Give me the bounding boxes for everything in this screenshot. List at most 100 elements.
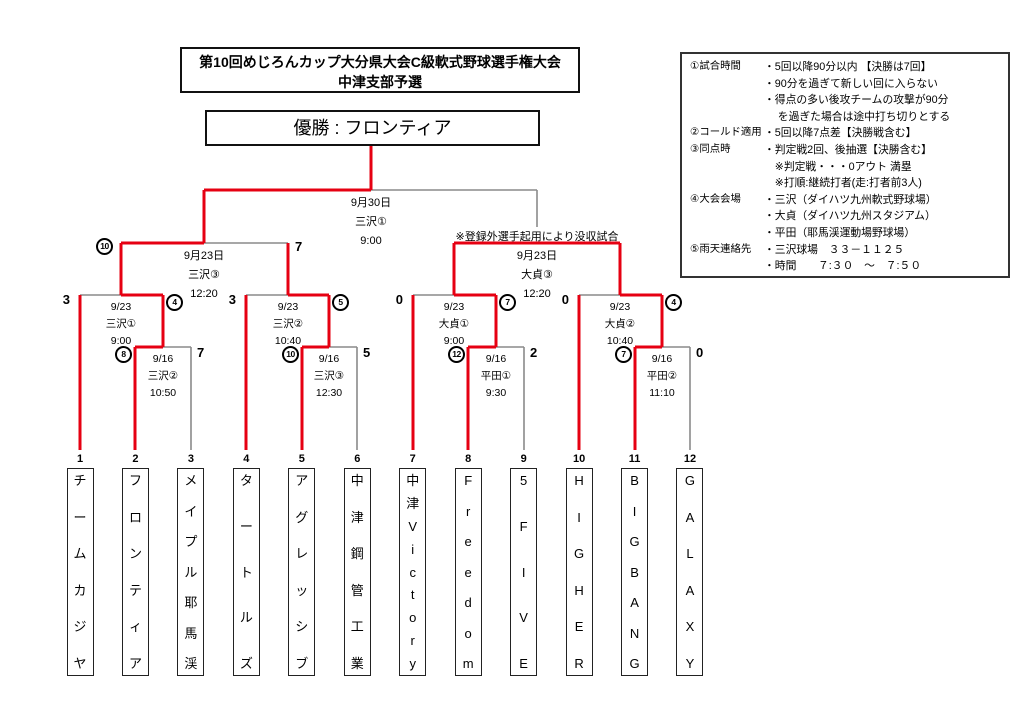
qf1-venue: 三沢① — [105, 318, 137, 330]
r1b-score-left-badge: 10 — [282, 346, 299, 363]
sf2-venue: 大貞③ — [521, 269, 553, 281]
qf1-score-left: 3 — [62, 292, 70, 307]
r1a-time: 10:50 — [149, 387, 177, 399]
sf1-venue: 三沢③ — [188, 269, 220, 281]
rules-rows: ①試合時間 ・5回以降90分以内 【決勝は7回】 ・90分を過ぎて新しい回に入ら… — [690, 59, 1002, 275]
champion-text: 優勝 : フロンティア — [293, 118, 452, 138]
team-box: アグレッシブ — [288, 468, 316, 676]
team-number: 10 — [572, 453, 586, 465]
rule-label — [690, 208, 764, 225]
qf2-time: 10:40 — [274, 335, 302, 347]
rule-text: ・平田（耶馬渓運動場野球場） — [764, 226, 916, 239]
rule-row: ③同点時 ・判定戦2回、後抽選【決勝含む】 — [690, 142, 1002, 159]
rule-text: ※判定戦・・・0アウト 満塁 — [764, 160, 912, 173]
rule-text: ・時間 ７:３０ ～ ７:５０ — [764, 260, 922, 273]
title-line2: 中津支部予選 — [338, 74, 422, 90]
champion-box: 優勝 : フロンティア — [205, 110, 540, 146]
rule-text: ・判定戦2回、後抽選【決勝含む】 — [764, 143, 932, 156]
qf4-date: 9/23 — [609, 301, 631, 313]
rule-row: ・平田（耶馬渓運動場野球場） — [690, 225, 1002, 242]
tournament-title: 第10回めじろんカップ大分県大会C級軟式野球選手権大会 中津支部予選 — [180, 47, 580, 93]
team-box: フロンティア — [121, 468, 149, 676]
title-line1: 第10回めじろんカップ大分県大会C級軟式野球選手権大会 — [199, 54, 561, 70]
team-box: チームカジヤ — [66, 468, 94, 676]
qf4-venue: 大貞② — [604, 318, 636, 330]
qf1-time: 9:00 — [110, 335, 132, 347]
qf3-score-left: 0 — [395, 292, 403, 307]
team-cell: 3 メイプル耶馬渓 — [176, 452, 206, 676]
rule-label — [690, 258, 764, 275]
rule-label — [690, 175, 764, 192]
r1b-date: 9/16 — [318, 353, 340, 365]
r1b-score-right: 5 — [363, 345, 371, 360]
rule-row: ⑤雨天連絡先 ・三沢球場 ３３－１１２５ — [690, 242, 1002, 259]
team-cell: 2 フロンティア — [120, 452, 150, 676]
rule-row: ・時間 ７:３０ ～ ７:５０ — [690, 258, 1002, 275]
match-label-final: 9月30日 三沢① 9:00 — [311, 194, 431, 251]
match-label-r1c: 9/16 平田① 9:30 — [456, 351, 536, 402]
r1d-date: 9/16 — [651, 353, 673, 365]
rule-row: を過ぎた場合は途中打ち切りとする — [690, 109, 1002, 126]
final-venue: 三沢① — [355, 216, 387, 228]
team-cell: 1 チームカジヤ — [65, 452, 95, 676]
qf2-score-left: 3 — [228, 292, 236, 307]
match-label-qf3: 9/23 大貞① 9:00 — [414, 299, 494, 350]
rule-label: ②コールド適用 — [690, 127, 762, 139]
match-label-r1a: 9/16 三沢② 10:50 — [123, 351, 203, 402]
final-time: 9:00 — [360, 235, 382, 247]
team-number: 12 — [683, 453, 697, 465]
r1c-score-left-badge: 12 — [448, 346, 465, 363]
match-label-sf1: 9月23日 三沢③ 12:20 — [144, 247, 264, 304]
r1b-venue: 三沢③ — [313, 370, 345, 382]
sf1-score-right: 7 — [295, 239, 303, 254]
qf2-score-right-badge: 5 — [332, 294, 349, 311]
qf3-time: 9:00 — [443, 335, 465, 347]
team-number: 6 — [354, 453, 361, 465]
team-number: 9 — [520, 453, 527, 465]
team-cell: 6 中津鋼管工業 — [342, 452, 372, 676]
r1c-venue: 平田① — [480, 370, 512, 382]
rule-row: ・大貞（ダイハツ九州スタジアム） — [690, 208, 1002, 225]
rule-label — [690, 76, 764, 93]
qf1-score-right-badge: 4 — [166, 294, 183, 311]
rule-text: ・5回以降90分以内 【決勝は7回】 — [764, 61, 932, 73]
rule-row: ④大会会場 ・三沢（ダイハツ九州軟式野球場） — [690, 192, 1002, 209]
rule-text: ・三沢（ダイハツ九州軟式野球場） — [764, 193, 937, 206]
rule-text: ・大貞（ダイハツ九州スタジアム） — [764, 210, 936, 223]
rule-label — [690, 159, 764, 176]
sf1-time: 12:20 — [190, 288, 218, 300]
team-number: 8 — [465, 453, 472, 465]
rule-row: ②コールド適用 ・5回以降7点差【決勝戦含む】 — [690, 125, 1002, 142]
team-cell: 4 タートルズ — [231, 452, 261, 676]
team-number: 5 — [298, 453, 305, 465]
r1a-score-left-badge: 8 — [115, 346, 132, 363]
rule-row: ※判定戦・・・0アウト 満塁 — [690, 159, 1002, 176]
qf4-score-right-badge: 4 — [665, 294, 682, 311]
sf1-score-left-badge: 10 — [96, 238, 113, 255]
r1d-time: 11:10 — [649, 387, 675, 399]
rule-text: を過ぎた場合は途中打ち切りとする — [764, 110, 951, 123]
sf2-time: 12:20 — [523, 288, 551, 300]
qf2-date: 9/23 — [277, 301, 299, 313]
rule-label: ④大会会場 — [690, 193, 741, 205]
r1b-time: 12:30 — [315, 387, 343, 399]
rules-box: ①試合時間 ・5回以降90分以内 【決勝は7回】 ・90分を過ぎて新しい回に入ら… — [680, 52, 1010, 278]
team-box: メイプル耶馬渓 — [177, 468, 205, 676]
qf2-venue: 三沢② — [272, 318, 304, 330]
match-label-r1b: 9/16 三沢③ 12:30 — [289, 351, 369, 402]
team-box: 中津鋼管工業 — [343, 468, 371, 676]
rule-label — [690, 225, 764, 242]
qf3-date: 9/23 — [443, 301, 465, 313]
rule-text: ・得点の多い後攻チームの攻撃が90分 — [764, 94, 949, 107]
rule-text: ・三沢球場 ３３－１１２５ — [764, 243, 905, 256]
rule-label: ⑤雨天連絡先 — [690, 243, 752, 255]
